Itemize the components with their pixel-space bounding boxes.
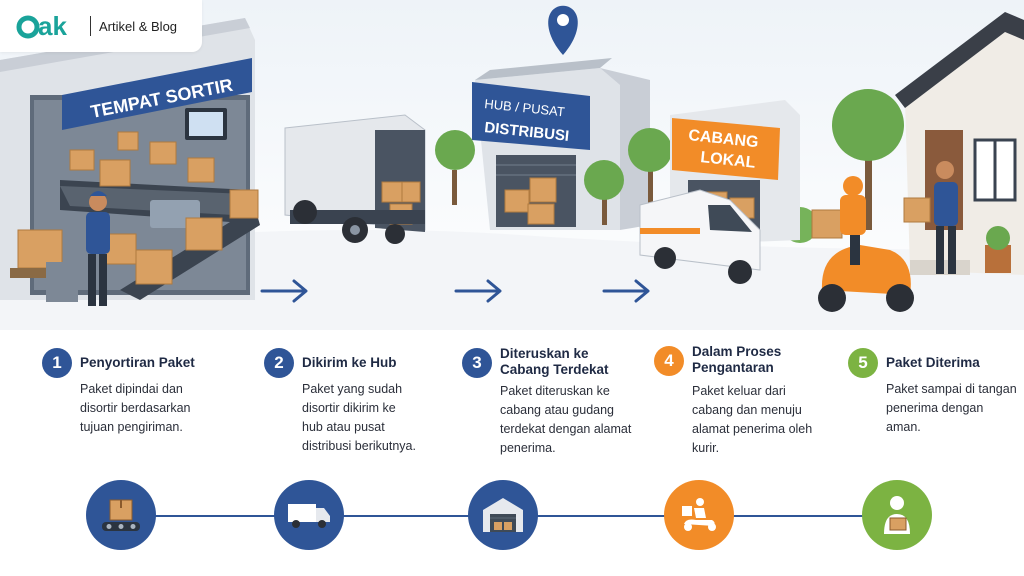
branch-sign-line2: LOKAL xyxy=(700,149,757,172)
step-number: 2 xyxy=(264,348,294,378)
delivery-truck xyxy=(284,114,426,244)
svg-text:ak: ak xyxy=(38,11,67,41)
logistics-illustration: TEMPAT SORTIR xyxy=(0,0,1024,330)
step-title: Dikirim ke Hub xyxy=(302,355,397,370)
step-title: Dalam Proses Pengantaran xyxy=(692,344,782,375)
section-link[interactable]: Artikel & Blog xyxy=(99,18,178,34)
oak-logo[interactable]: oak ak xyxy=(14,9,84,43)
step-description: Paket keluar dari cabang dan menuju alam… xyxy=(692,384,813,455)
step-description: Paket diteruskan ke cabang atau gudang t… xyxy=(500,384,632,455)
step-2-circle xyxy=(274,480,344,550)
step-1-circle xyxy=(86,480,156,550)
step-description: Paket yang sudah disortir dikirim ke hub… xyxy=(302,382,416,453)
site-header: oak ak Artikel & Blog xyxy=(0,0,202,52)
step-number: 3 xyxy=(462,348,492,378)
step-description: Paket dipindai dan disortir berdasarkan … xyxy=(80,382,191,434)
location-pin-icon xyxy=(548,5,578,55)
step-3-circle xyxy=(468,480,538,550)
recipient-person xyxy=(903,161,958,274)
step-description: Paket sampai di tangan penerima dengan a… xyxy=(886,382,1017,434)
hub-distribution-center: HUB / PUSAT DISTRIBUSI xyxy=(472,58,650,230)
step-title: Penyortiran Paket xyxy=(80,355,195,370)
courier-scooter-icon xyxy=(682,498,716,531)
step-4-circle xyxy=(664,480,734,550)
step-number: 4 xyxy=(654,346,684,376)
step-title: Paket Diterima xyxy=(886,355,980,370)
delivery-van xyxy=(639,189,761,284)
truck-icon xyxy=(288,504,330,528)
conveyor-package-icon xyxy=(102,499,140,531)
logo-separator xyxy=(90,16,91,36)
recipient-icon xyxy=(884,496,910,534)
step-5-circle xyxy=(862,480,932,550)
sorting-center: TEMPAT SORTIR xyxy=(0,18,260,306)
courier-on-scooter xyxy=(811,176,914,312)
step-title: Diteruskan ke Cabang Terdekat xyxy=(500,346,609,377)
step-number: 5 xyxy=(848,348,878,378)
step-number: 1 xyxy=(42,348,72,378)
flow-arrows xyxy=(260,279,650,303)
warehouse-icon xyxy=(483,498,523,532)
